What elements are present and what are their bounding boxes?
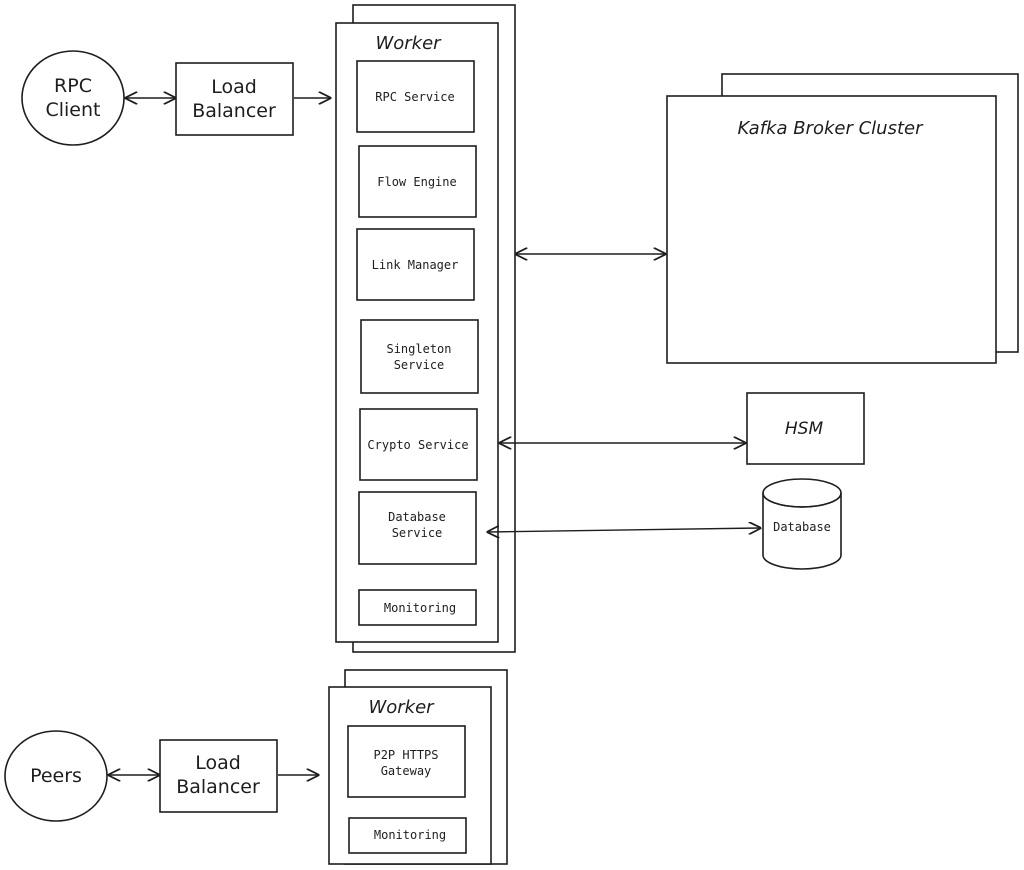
- monitoring-top-label: Monitoring: [384, 601, 456, 615]
- flow-engine-node: Flow Engine: [358, 145, 477, 218]
- worker-bottom-label: Worker: [368, 697, 435, 718]
- flow-engine-label: Flow Engine: [377, 175, 456, 189]
- link-manager-node: Link Manager: [356, 228, 475, 301]
- kafka-broker-cluster-label: Kafka Broker Cluster: [738, 118, 925, 139]
- rpc-service-label: RPC Service: [375, 90, 454, 104]
- link-manager-label: Link Manager: [372, 258, 459, 272]
- kafka-broker-cluster-node: Kafka Broker Cluster: [666, 73, 1019, 364]
- crypto-service-label: Crypto Service: [367, 438, 468, 452]
- peers-label: Peers: [30, 765, 82, 787]
- rpc-service-node: RPC Service: [356, 60, 475, 133]
- monitoring-top-node: Monitoring: [358, 589, 477, 626]
- peers-node: Peers: [4, 730, 108, 822]
- hsm-node: HSM: [746, 392, 865, 465]
- crypto-service-node: Crypto Service: [359, 408, 478, 481]
- database-label: Database: [773, 520, 831, 534]
- database-node: Database: [762, 478, 842, 570]
- monitoring-bottom-node: Monitoring: [348, 817, 467, 854]
- monitoring-bottom-label: Monitoring: [374, 828, 446, 842]
- hsm-label: HSM: [785, 419, 824, 439]
- dbservice-database-arrow: [488, 528, 760, 532]
- worker-top-label: Worker: [375, 33, 442, 54]
